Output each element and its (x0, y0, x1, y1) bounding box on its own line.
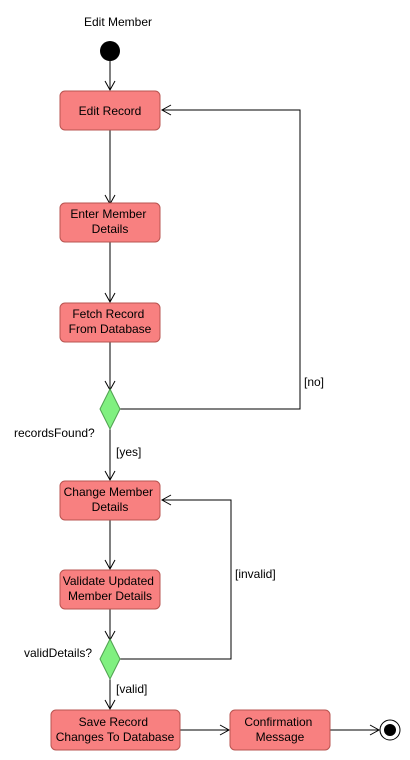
activity-label-line: Fetch Record (72, 307, 144, 321)
guard-yes: [yes] (116, 445, 141, 459)
activity-label-line: Member Details (68, 589, 152, 603)
activity-fetch-record: Fetch Record From Database (59, 302, 161, 343)
svg-text:Edit Record: Edit Record (79, 104, 142, 118)
guard-invalid: [invalid] (235, 567, 276, 581)
guard-no: [no] (304, 375, 324, 389)
activity-label-line: Save Record (79, 715, 148, 729)
svg-text:Validate Updated Member: Validate Updated Member Details (63, 574, 158, 603)
activity-label-line: Enter Member (70, 207, 146, 221)
decision-label-records-found: recordsFound? (14, 426, 95, 440)
initial-node (100, 41, 120, 61)
diagram-title: Edit Member (84, 15, 152, 29)
activity-save-record: Save Record Changes To Database (50, 709, 181, 751)
activity-label-line: Edit Record (79, 104, 142, 118)
svg-text:Change Member Details: Change Member Details (64, 485, 157, 514)
activity-validate-member-details: Validate Updated Member Details (59, 569, 161, 610)
activity-edit-record: Edit Record (59, 90, 161, 131)
edges (104, 61, 381, 736)
svg-text:Save Record Changes To D: Save Record Changes To Database (56, 715, 175, 744)
guard-valid: [valid] (116, 682, 147, 696)
svg-text:Fetch Record From Databa: Fetch Record From Database (69, 307, 152, 336)
svg-text:Confirmation Message: Confirmation Message (244, 715, 315, 744)
activity-label-line: Details (92, 222, 129, 236)
activity-label-line: Changes To Database (56, 730, 175, 744)
decision-valid-details (99, 637, 121, 681)
activity-label-line: From Database (69, 322, 152, 336)
svg-text:Enter Member Details: Enter Member Details (70, 207, 149, 236)
activity-label-line: Confirmation (244, 715, 312, 729)
activity-enter-member-details: Enter Member Details (59, 202, 161, 243)
edge-no-loop (120, 104, 301, 410)
final-node (379, 719, 401, 741)
activity-change-member-details: Change Member Details (59, 480, 161, 521)
decision-label-valid-details: validDetails? (24, 646, 92, 660)
activity-label-line: Validate Updated (63, 574, 154, 588)
activity-confirmation-message: Confirmation Message (229, 709, 331, 751)
activity-label-line: Message (256, 730, 305, 744)
activity-label-line: Change Member (64, 485, 153, 499)
edge-invalid-loop (120, 494, 232, 660)
decision-records-found (99, 387, 121, 431)
activity-label-line: Details (92, 500, 129, 514)
